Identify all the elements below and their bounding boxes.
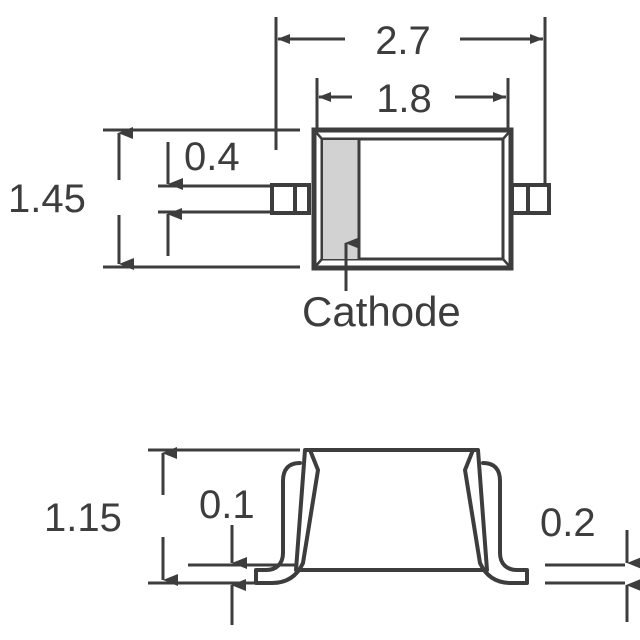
lead-left-outline: [270, 183, 311, 215]
dim-label-standoff: 0.2: [540, 501, 596, 545]
body-bevel-br: [502, 258, 512, 269]
lead-left-gullwing: [254, 448, 320, 585]
side-view: 1.15 0.1 0.2: [44, 447, 640, 625]
cathode-band: [323, 140, 359, 259]
dim-label-overall-length: 2.7: [375, 19, 431, 63]
cathode-label: Cathode: [302, 288, 461, 335]
body-bevel-tl: [313, 129, 323, 140]
top-view: 2.7 1.8 1.45 0.4: [8, 17, 551, 335]
dim-label-overall-width: 1.45: [8, 177, 86, 221]
lead-right: [510, 183, 551, 215]
side-body-outline: [294, 448, 489, 572]
dim-label-body-length: 1.8: [376, 77, 432, 121]
lead-right-gullwing: [463, 448, 529, 585]
body-bevel-bl: [313, 258, 323, 269]
dim-label-overall-height: 1.15: [44, 496, 122, 540]
body-bevel-tr: [502, 129, 512, 140]
dim-label-lead-width: 0.4: [184, 135, 240, 179]
lead-left: [270, 183, 311, 215]
lead-right-outline: [510, 183, 551, 215]
dim-label-lead-thickness: 0.1: [199, 483, 255, 527]
